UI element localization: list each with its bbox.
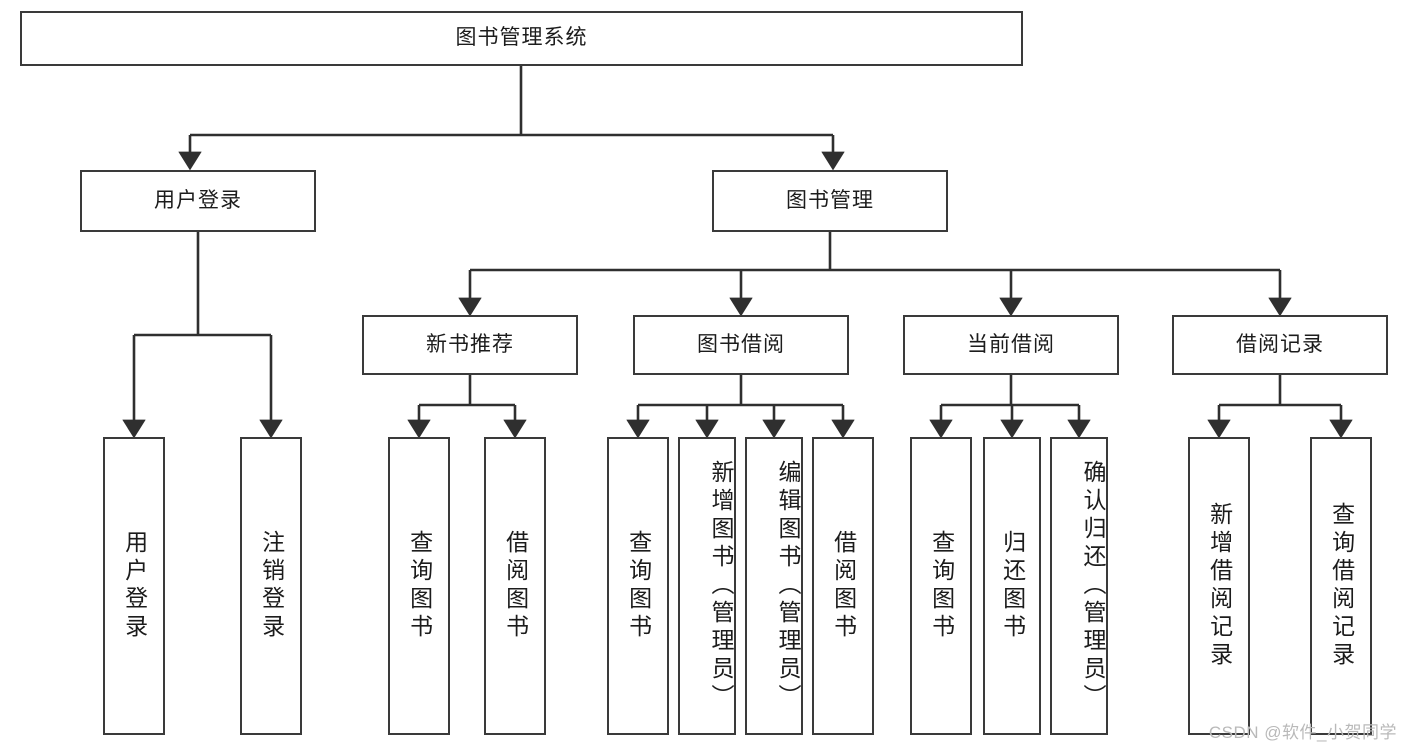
- node-leaf-borrow-book-2[interactable]: 借阅图书: [812, 437, 874, 735]
- node-label: 新增图书（管理员）: [708, 460, 734, 712]
- node-label: 查询图书: [625, 530, 652, 642]
- node-label: 查询借阅记录: [1328, 502, 1355, 670]
- node-new-book-rec[interactable]: 新书推荐: [362, 315, 578, 375]
- node-label: 新增借阅记录: [1206, 502, 1233, 670]
- node-label: 注销登录: [258, 530, 285, 642]
- node-borrow-record[interactable]: 借阅记录: [1172, 315, 1388, 375]
- node-label: 当前借阅: [967, 332, 1055, 356]
- node-leaf-add-borrow-record[interactable]: 新增借阅记录: [1188, 437, 1250, 735]
- node-label: 借阅图书: [502, 530, 529, 642]
- node-leaf-add-book[interactable]: 新增图书（管理员）: [678, 437, 736, 735]
- node-leaf-user-login[interactable]: 用户登录: [103, 437, 165, 735]
- node-label: 图书管理: [786, 188, 874, 212]
- node-leaf-logout-login[interactable]: 注销登录: [240, 437, 302, 735]
- node-user-login[interactable]: 用户登录: [80, 170, 316, 232]
- node-label: 归还图书: [999, 530, 1026, 642]
- node-current-borrow[interactable]: 当前借阅: [903, 315, 1119, 375]
- node-label: 确认归还（管理员）: [1080, 460, 1106, 712]
- node-root-system[interactable]: 图书管理系统: [20, 11, 1023, 66]
- node-leaf-confirm-return[interactable]: 确认归还（管理员）: [1050, 437, 1108, 735]
- node-leaf-query-book-1[interactable]: 查询图书: [388, 437, 450, 735]
- node-book-borrow[interactable]: 图书借阅: [633, 315, 849, 375]
- node-leaf-borrow-book-1[interactable]: 借阅图书: [484, 437, 546, 735]
- node-label: 用户登录: [154, 188, 242, 212]
- node-leaf-return-book[interactable]: 归还图书: [983, 437, 1041, 735]
- node-label: 图书管理系统: [455, 26, 588, 50]
- csdn-watermark: CSDN @软件_小贺同学: [1208, 723, 1397, 742]
- node-leaf-query-book-2[interactable]: 查询图书: [607, 437, 669, 735]
- node-label: 编辑图书（管理员）: [775, 460, 801, 712]
- node-label: 图书借阅: [697, 332, 785, 356]
- node-label: 用户登录: [121, 530, 148, 642]
- node-label: 查询图书: [406, 530, 433, 642]
- node-leaf-query-book-3[interactable]: 查询图书: [910, 437, 972, 735]
- node-label: 借阅图书: [830, 530, 857, 642]
- node-book-manage[interactable]: 图书管理: [712, 170, 948, 232]
- node-label: 借阅记录: [1236, 332, 1324, 356]
- node-label: 查询图书: [928, 530, 955, 642]
- node-label: 新书推荐: [426, 332, 514, 356]
- node-leaf-query-borrow-record[interactable]: 查询借阅记录: [1310, 437, 1372, 735]
- node-leaf-edit-book[interactable]: 编辑图书（管理员）: [745, 437, 803, 735]
